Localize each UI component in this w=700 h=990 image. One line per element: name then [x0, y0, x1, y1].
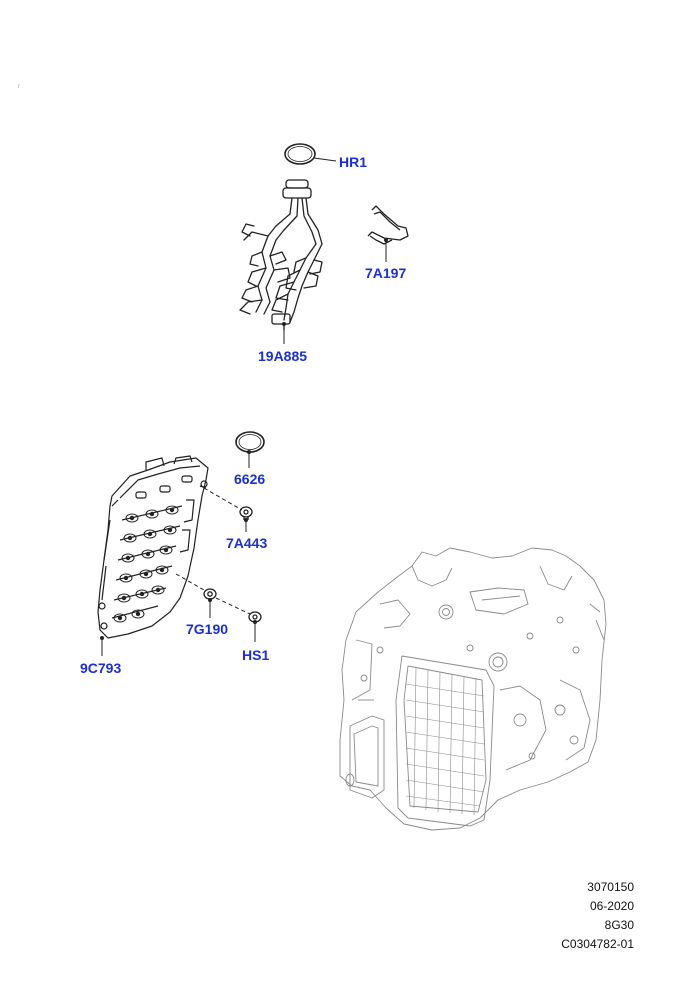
callout-7a443[interactable]: 7A443	[226, 535, 267, 551]
reference-code: C0304782-01	[561, 937, 634, 951]
leader-hr1	[313, 157, 337, 162]
callout-hr1[interactable]: HR1	[339, 154, 367, 170]
reference-date: 06-2020	[589, 899, 634, 913]
o-ring-hr1	[284, 143, 316, 165]
valve-body-9c793	[97, 455, 209, 639]
dashed-line-7a443	[203, 487, 243, 511]
callout-7a197[interactable]: 7A197	[365, 265, 406, 281]
clip-7a197	[367, 205, 409, 245]
callout-6626[interactable]: 6626	[234, 471, 265, 487]
reference-model: 8G30	[604, 918, 634, 932]
callout-9c793[interactable]: 9C793	[80, 660, 121, 676]
o-ring-6626	[235, 431, 265, 453]
callout-19a885[interactable]: 19A885	[258, 348, 307, 364]
reference-number: 3070150	[587, 880, 634, 894]
dashed-line-7g190	[175, 573, 205, 591]
washer-7g190	[203, 588, 217, 600]
callout-7g190[interactable]: 7G190	[186, 621, 228, 637]
callout-hs1[interactable]: HS1	[242, 647, 269, 663]
corner-mark: r	[18, 84, 20, 90]
dashed-line-hs1	[215, 597, 251, 615]
transmission-ghost	[339, 547, 607, 831]
drawing-reference-block: 3070150 06-2020 8G30 C0304782-01	[561, 878, 634, 954]
wiring-harness-19a885	[239, 179, 323, 331]
bolt-7a443	[239, 506, 253, 520]
